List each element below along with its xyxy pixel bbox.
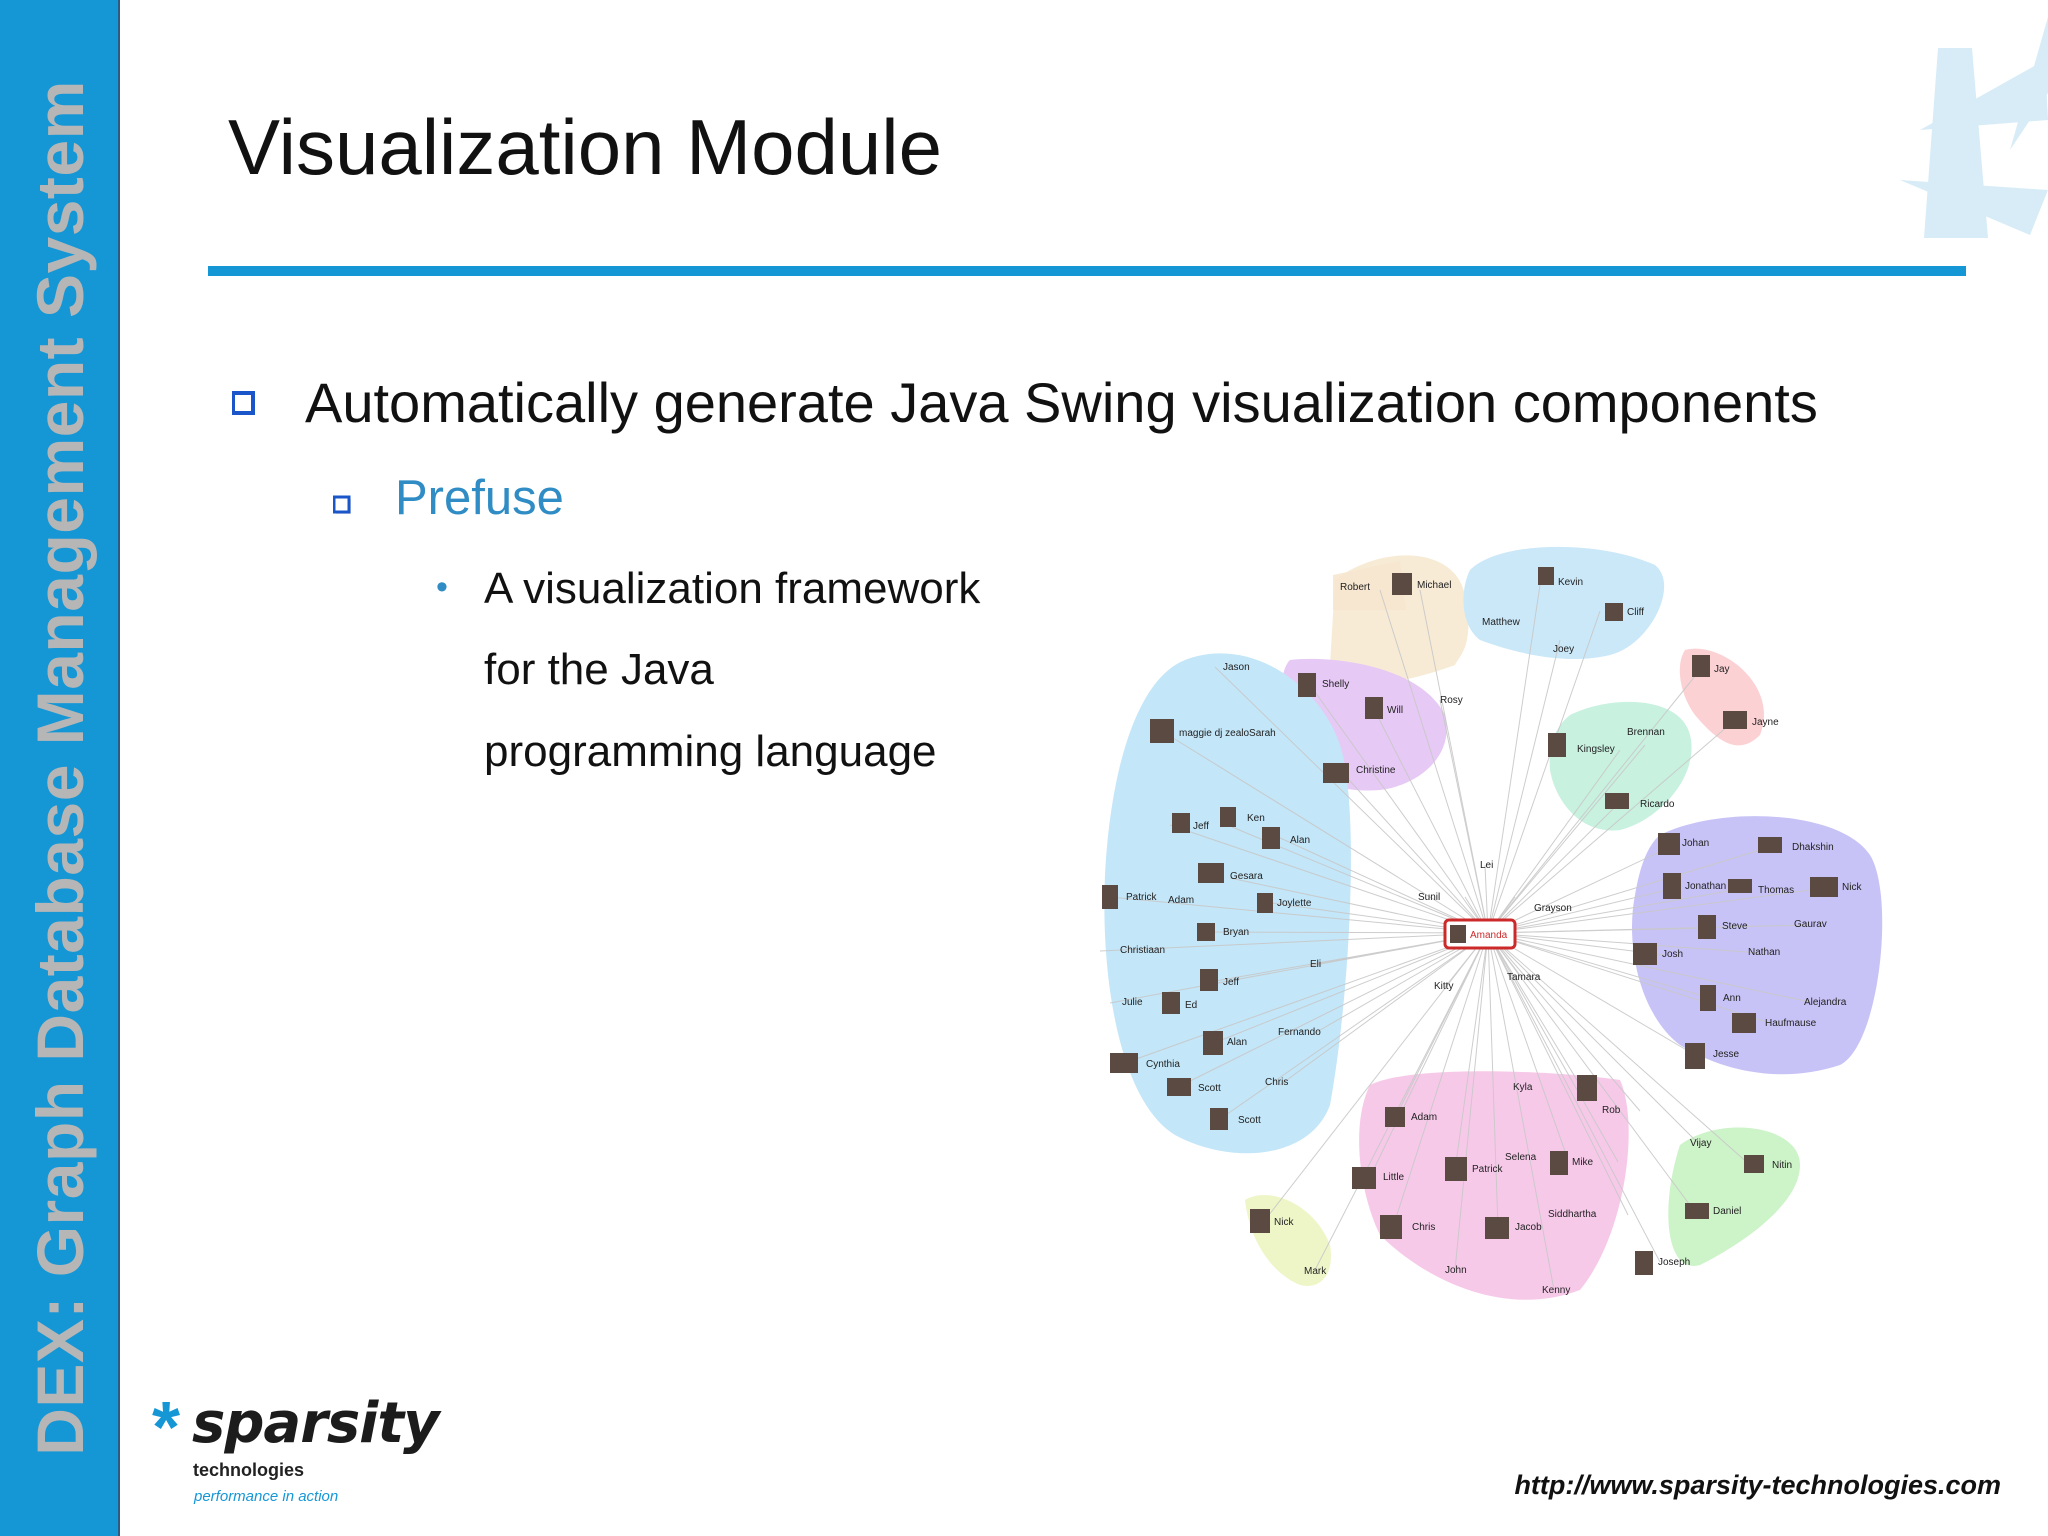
graph-node-label: Ann (1723, 993, 1741, 1004)
social-graph-image: Amanda Robert Michael Kevin Cliff Matthe… (1099, 546, 1883, 1300)
graph-node-label: Thomas (1758, 885, 1794, 896)
graph-node-label: Sunil (1418, 892, 1440, 903)
graph-node-label: Robert (1340, 582, 1370, 593)
graph-node-label: Haufmause (1765, 1018, 1817, 1029)
company-tagline: performance in action (194, 1488, 339, 1505)
graph-node-label: Nick (1842, 882, 1862, 893)
graph-node-label: Johan (1682, 838, 1709, 849)
graph-node-label: Selena (1505, 1152, 1537, 1163)
graph-node-label: Chris (1412, 1222, 1435, 1233)
sidebar: DEX: Graph Database Management System (0, 0, 120, 1536)
graph-node-label: Mark (1304, 1266, 1327, 1277)
graph-node-label: Vijay (1690, 1138, 1712, 1149)
graph-node-label: Matthew (1482, 617, 1521, 628)
graph-node-label: Adam (1411, 1112, 1437, 1123)
graph-node-label: John (1445, 1265, 1467, 1276)
graph-node-label: Alan (1290, 835, 1310, 846)
bullet-level1: Automatically generate Java Swing visual… (305, 371, 1818, 434)
graph-node-label: Ricardo (1640, 799, 1675, 810)
graph-node-label: Brennan (1627, 727, 1665, 738)
bullet-level3-line: A visualization framework (484, 564, 981, 613)
cluster-blob (1359, 1071, 1629, 1300)
square-bullet-icon (232, 391, 255, 415)
footer-url: http://www.sparsity-technologies.com (1514, 1470, 2001, 1500)
graph-node-label: Mike (1572, 1157, 1594, 1168)
asterisk-decoration-icon (1900, 17, 2048, 238)
graph-node-label: Little (1383, 1172, 1405, 1183)
cluster-blob (1668, 1127, 1800, 1266)
bullet-level3-line: programming language (484, 727, 937, 776)
graph-node-label: Julie (1122, 997, 1143, 1008)
graph-node-label: Scott (1238, 1115, 1261, 1126)
cluster-blob (1104, 653, 1351, 1154)
graph-node-label: Adam (1168, 895, 1194, 906)
graph-node-label: Nitin (1772, 1160, 1792, 1171)
graph-node-label: Steve (1722, 921, 1748, 932)
graph-node-label: Michael (1417, 580, 1451, 591)
cluster-blob (1463, 546, 1665, 660)
graph-node-label: Grayson (1534, 903, 1572, 914)
company-logo-subtitle: technologies (193, 1460, 305, 1480)
graph-node-label: Bryan (1223, 927, 1249, 938)
graph-node-label: Gesara (1230, 871, 1263, 882)
graph-node-label: Kenny (1542, 1285, 1570, 1296)
graph-node-label: Christiaan (1120, 945, 1165, 956)
graph-node-label: Rob (1602, 1105, 1621, 1116)
graph-node-label: Ken (1247, 813, 1265, 824)
graph-node-label: Kyla (1513, 1082, 1533, 1093)
logo-asterisk-icon: * (152, 1388, 181, 1468)
graph-node-label: Jayne (1752, 717, 1779, 728)
bullet-level3-line: for the Java (484, 645, 714, 694)
graph-node-label: Tamara (1507, 972, 1541, 983)
slide-title: Visualization Module (228, 103, 942, 191)
graph-node-label: Jonathan (1685, 881, 1726, 892)
graph-node-label: Kevin (1558, 577, 1583, 588)
cluster-blob (1333, 561, 1406, 610)
graph-node-label: Dhakshin (1792, 842, 1834, 853)
dot-bullet-icon: • (436, 568, 448, 606)
graph-node-label: Cliff (1627, 607, 1644, 618)
graph-node-label: Joseph (1658, 1257, 1690, 1268)
graph-node-label: Kingsley (1577, 744, 1615, 755)
graph-node-label: Daniel (1713, 1206, 1741, 1217)
graph-node-label: Jason (1223, 662, 1250, 673)
graph-node-label: Siddhartha (1548, 1209, 1597, 1220)
graph-node-label: Joylette (1277, 898, 1312, 909)
graph-node-label: Ed (1185, 1000, 1197, 1011)
graph-node-label: Kitty (1434, 981, 1453, 992)
cluster-blob (1549, 701, 1692, 831)
graph-node-label: Nathan (1748, 947, 1780, 958)
graph-node-label: Jay (1714, 664, 1730, 675)
square-bullet-icon (333, 495, 351, 514)
graph-node-label: maggie dj zealoSarah (1179, 728, 1276, 739)
graph-node-label: Cynthia (1146, 1059, 1180, 1070)
graph-node-label: Eli (1310, 959, 1321, 970)
company-logo-name: sparsity (192, 1391, 440, 1456)
graph-node-label: Shelly (1322, 679, 1349, 690)
graph-node-label: Scott (1198, 1083, 1221, 1094)
graph-node-label: Rosy (1440, 695, 1463, 706)
graph-node-label: Lei (1480, 860, 1493, 871)
graph-node-label: Alan (1227, 1037, 1247, 1048)
graph-node-label: Jeff (1223, 977, 1239, 988)
graph-node-label: Christine (1356, 765, 1396, 776)
center-node-label: Amanda (1470, 930, 1508, 941)
graph-node-label: Fernando (1278, 1027, 1321, 1038)
graph-node-label: Patrick (1472, 1164, 1504, 1175)
bullet-level2: Prefuse (395, 471, 564, 525)
graph-node-label: Gaurav (1794, 919, 1827, 930)
graph-node-label: Patrick (1126, 892, 1158, 903)
title-divider (208, 266, 1966, 276)
sidebar-title: DEX: Graph Database Management System (23, 80, 97, 1456)
graph-node-label: Joey (1553, 644, 1574, 655)
graph-node-label: Will (1387, 705, 1403, 716)
graph-node-label: Jacob (1515, 1222, 1542, 1233)
graph-node-label: Jeff (1193, 821, 1209, 832)
graph-node-label: Nick (1274, 1217, 1294, 1228)
graph-node-label: Chris (1265, 1077, 1288, 1088)
graph-node-label: Josh (1662, 949, 1683, 960)
graph-node-label: Alejandra (1804, 997, 1847, 1008)
graph-node-label: Jesse (1713, 1049, 1740, 1060)
